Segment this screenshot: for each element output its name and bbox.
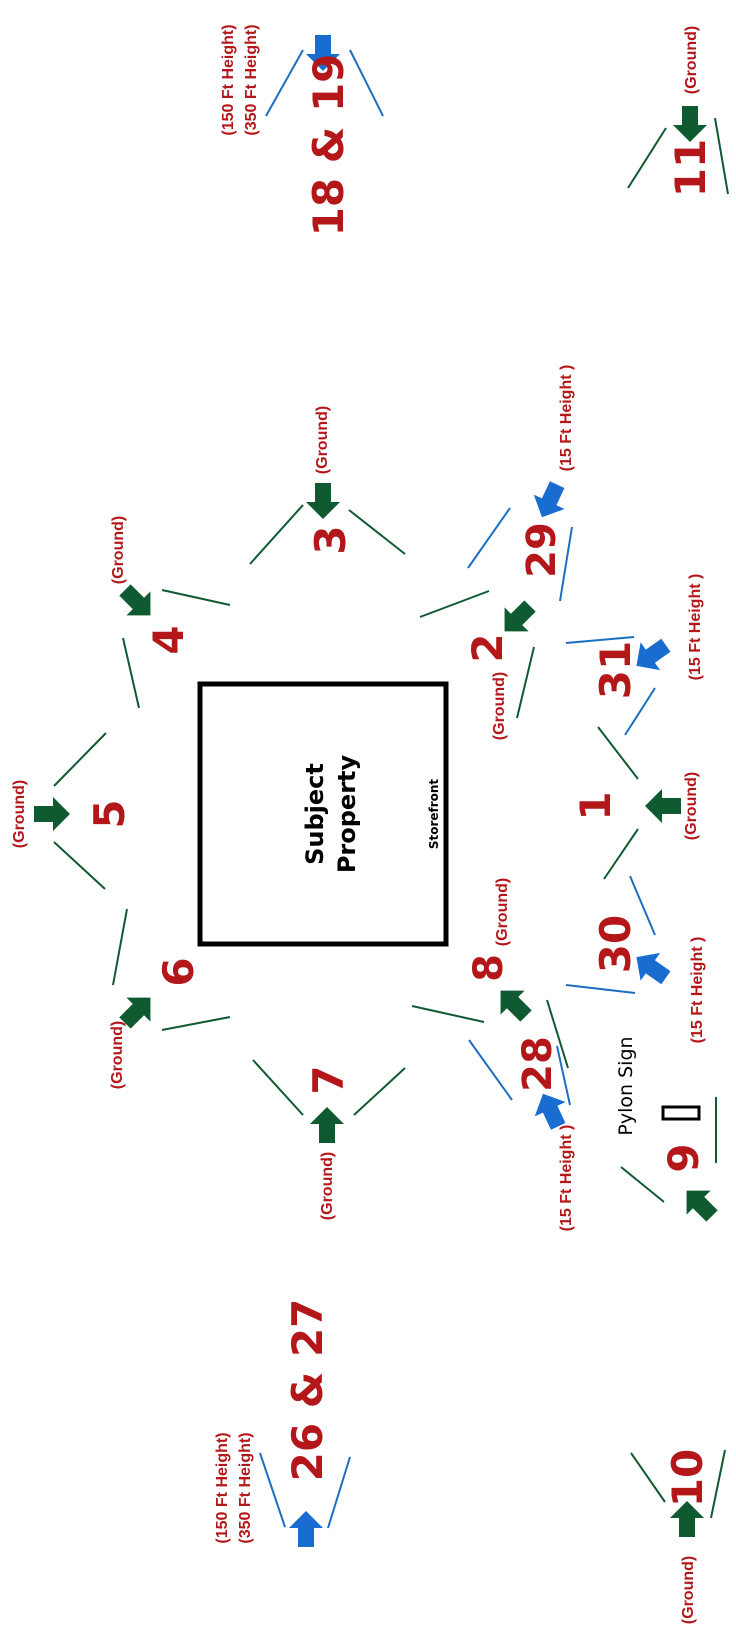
aerial-arrow-icon <box>526 477 573 525</box>
view-4-caption: (Ground) <box>110 516 127 584</box>
ground-arrow-icon <box>674 1178 725 1229</box>
view-26-27-caption-350: (350 Ft Height) <box>237 1432 254 1543</box>
view-8: 8 (Ground) <box>411 878 569 1069</box>
view-4: 4 (Ground) <box>110 516 231 709</box>
view-10-caption: (Ground) <box>680 1556 697 1624</box>
view-3: 3 (Ground) <box>249 406 406 565</box>
view-2: 2 (Ground) <box>419 590 543 740</box>
view-30-caption: (15 Ft Height ) <box>689 937 706 1044</box>
ground-arrow-icon <box>673 106 707 142</box>
view-2-caption: (Ground) <box>491 672 508 740</box>
view-26-27: 26 & 27 (150 Ft Height) (350 Ft Height) <box>214 1299 351 1547</box>
view-6-caption: (Ground) <box>109 1021 126 1089</box>
view-3-caption: (Ground) <box>314 406 331 474</box>
view-29: 29 (15 Ft Height ) <box>467 365 575 602</box>
view-number-9: 9 <box>659 1143 708 1172</box>
view-29-caption: (15 Ft Height ) <box>558 365 575 472</box>
view-30: 30 (15 Ft Height ) <box>565 875 706 1044</box>
ground-arrow-icon <box>310 1107 344 1143</box>
view-number-5: 5 <box>85 799 134 828</box>
ground-arrow-icon <box>645 789 681 823</box>
view-number-29: 29 <box>519 522 565 578</box>
view-5: 5 (Ground) <box>11 732 134 890</box>
view-31: 31 (15 Ft Height ) <box>565 574 704 736</box>
view-number-4: 4 <box>144 625 193 654</box>
view-7: 7 (Ground) <box>252 1059 406 1220</box>
view-18-19-caption-150: (150 Ft Height) <box>220 24 237 135</box>
property-title-line2: Property <box>333 754 361 873</box>
view-number-10: 10 <box>663 1449 712 1507</box>
view-31-caption: (15 Ft Height ) <box>687 574 704 681</box>
view-11-caption: (Ground) <box>683 26 700 94</box>
view-number-28: 28 <box>515 1036 561 1092</box>
pylon-sign-label: Pylon Sign <box>615 1036 637 1135</box>
view-number-6: 6 <box>154 957 203 986</box>
view-28: 28 (15 Ft Height ) <box>468 1036 575 1232</box>
view-28-caption: (15 Ft Height ) <box>558 1125 575 1232</box>
subject-property: Subject Property Storefront <box>197 681 449 947</box>
view-10: 10 (Ground) <box>630 1449 726 1624</box>
view-number-1: 1 <box>571 791 620 820</box>
view-number-31: 31 <box>591 641 640 699</box>
view-18-19: 18 & 19 (150 Ft Height) (350 Ft Height) <box>220 24 384 237</box>
ground-arrow-icon <box>488 978 539 1029</box>
view-11: 11 (Ground) <box>627 26 729 197</box>
view-number-11: 11 <box>666 139 715 197</box>
ground-arrow-icon <box>112 577 163 628</box>
view-number-18-19: 18 & 19 <box>304 54 353 237</box>
view-number-3: 3 <box>306 525 355 554</box>
pylon-sign: Pylon Sign <box>615 1036 701 1136</box>
view-18-19-caption-350: (350 Ft Height) <box>243 24 260 135</box>
view-5-caption: (Ground) <box>11 780 28 848</box>
view-26-27-caption-150: (150 Ft Height) <box>214 1432 231 1543</box>
ground-arrow-icon <box>306 483 340 519</box>
property-title-line1: Subject <box>301 763 329 865</box>
ground-arrow-icon <box>34 797 70 831</box>
aerial-arrow-icon <box>289 1511 323 1547</box>
view-number-8: 8 <box>466 954 512 982</box>
view-number-30: 30 <box>591 915 640 973</box>
storefront-label: Storefront <box>427 779 441 850</box>
view-8-caption: (Ground) <box>494 878 511 946</box>
view-1: 1 (Ground) <box>571 726 700 880</box>
view-number-7: 7 <box>304 1065 353 1094</box>
view-number-2: 2 <box>463 633 512 662</box>
view-6: 6 (Ground) <box>109 908 231 1089</box>
view-1-caption: (Ground) <box>683 772 700 840</box>
view-9: 9 <box>620 1097 725 1229</box>
view-7-caption: (Ground) <box>319 1152 336 1220</box>
view-number-26-27: 26 & 27 <box>283 1299 332 1482</box>
